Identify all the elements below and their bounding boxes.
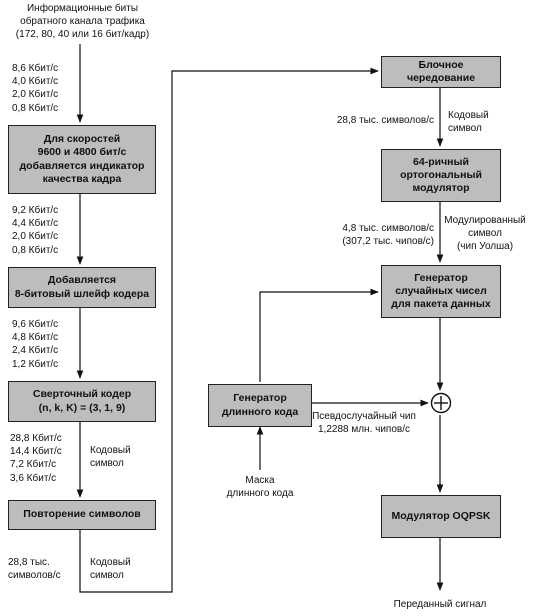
input-bits-label: Информационные биты обратного канала тра… (15, 3, 150, 41)
transmitted-signal-label: Переданный сигнал (393, 599, 487, 610)
encoder-tail-box: Добавляется 8-битовый шлейф кодера (8, 267, 156, 308)
rates-label-4: 28,8 Кбит/с 14,4 Кбит/с 7,2 Кбит/с 3,6 К… (10, 433, 62, 484)
rates-label-3: 9,6 Кбит/с 4,8 Кбит/с 2,4 Кбит/с 1,2 Кби… (12, 319, 59, 370)
arrow-longcode-feedback-to-random (259, 288, 379, 382)
code-symbol-label-3: Кодовый символ (448, 110, 489, 135)
modulo-2-adder-icon (430, 392, 452, 414)
convolutional-encoder-box: Сверточный кодер (n, k, K) = (3, 1, 9) (8, 381, 156, 422)
long-code-mask-label: Маска длинного кода (226, 475, 294, 500)
symbol-repetition-box: Повторение символов (8, 500, 156, 530)
code-symbol-label-1: Кодовый символ (90, 445, 131, 470)
arrow-repeat-to-interleave (79, 67, 379, 593)
rates-label-2: 9,2 Кбит/с 4,4 Кбит/с 2,0 Кбит/с 0,8 Кби… (12, 205, 59, 256)
pn-chip-label: Псевдослучайный чип 1,2288 млн. чипов/с (312, 411, 416, 436)
orthogonal-modulator-box: 64-ричный ортогональный модулятор (381, 149, 501, 202)
oqpsk-modulator-box: Модулятор OQPSK (381, 495, 501, 538)
data-burst-randomizer-box: Генератор случайных чисел для пакета дан… (381, 265, 501, 318)
modulated-symbol-label: Модулированный символ (чип Уолша) (444, 215, 526, 253)
rate-label-5: 28,8 тыс. символов/с (8, 557, 61, 582)
frame-quality-indicator-box: Для скоростей 9600 и 4800 бит/с добавляе… (8, 125, 156, 194)
rate-label-6: 28,8 тыс. символов/с (336, 115, 434, 126)
rate-label-7: 4,8 тыс. символов/с (307,2 тыс. чипов/с) (342, 223, 434, 248)
block-interleaver-box: Блочное чередование (381, 56, 501, 88)
code-symbol-label-2: Кодовый символ (90, 557, 131, 582)
rates-label-1: 8,6 Кбит/с 4,0 Кбит/с 2,0 Кбит/с 0,8 Кби… (12, 63, 59, 114)
long-code-generator-box: Генератор длинного кода (208, 384, 312, 427)
